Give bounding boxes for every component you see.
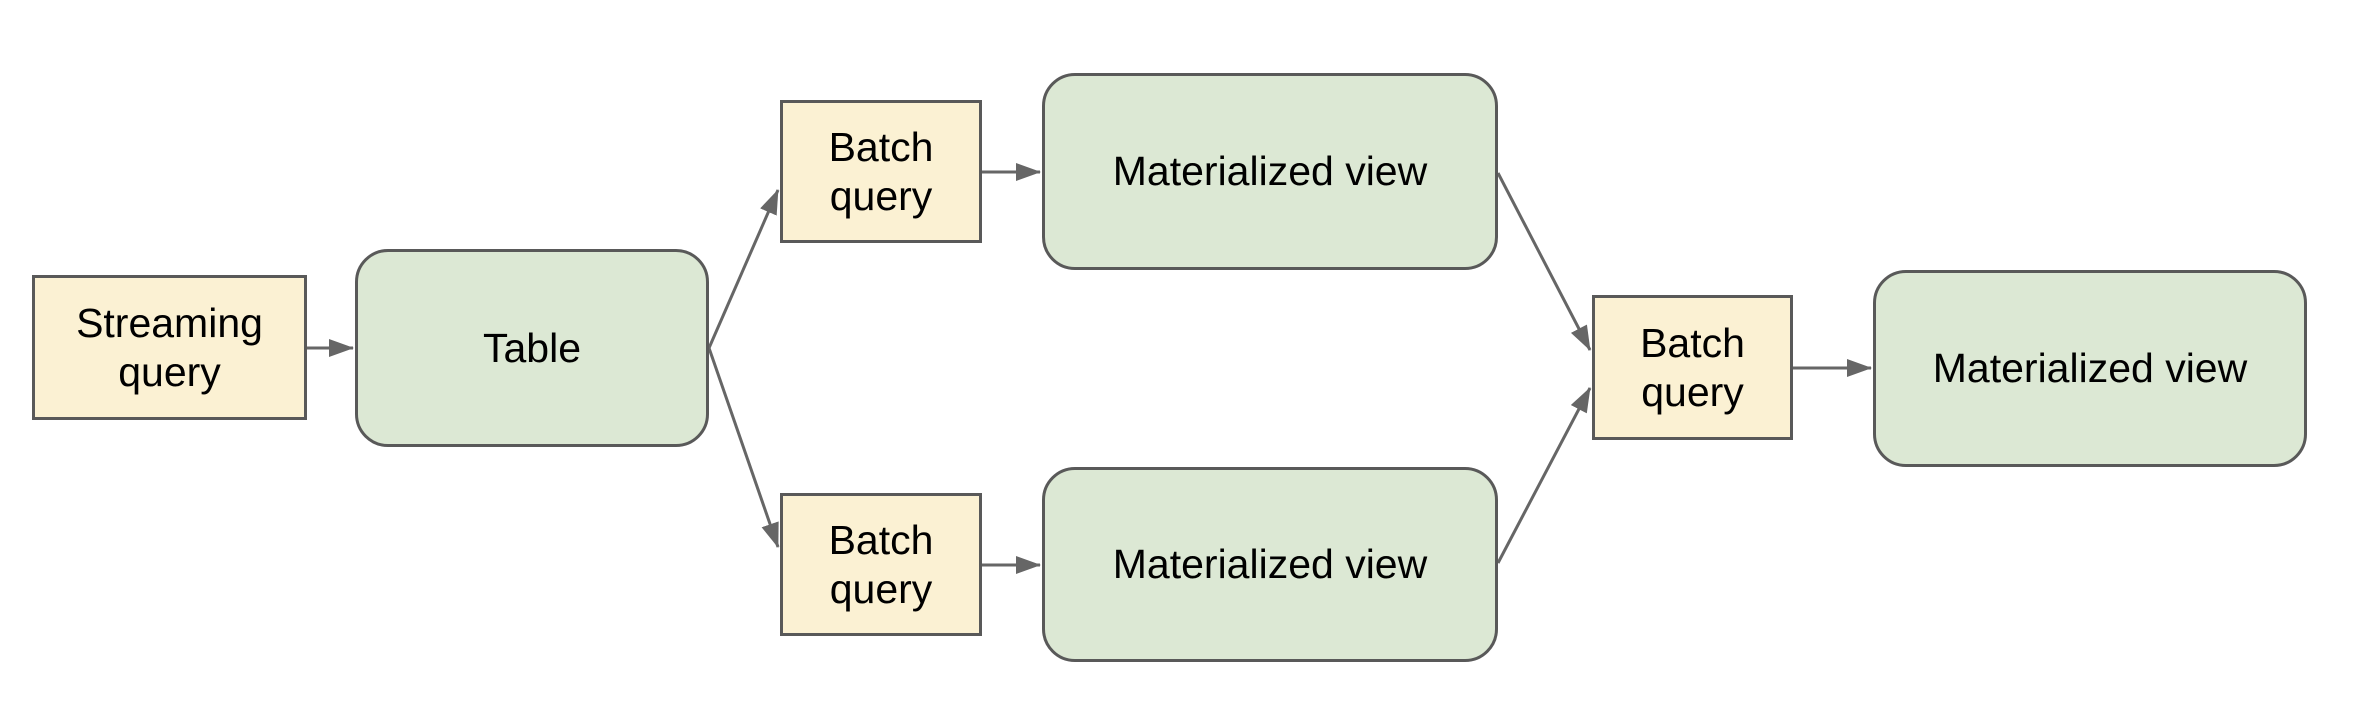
node-table-label: Table [482, 324, 581, 371]
node-batch-query-final-label: Batch query [1640, 320, 1745, 415]
node-streaming-query-label: Streaming query [76, 300, 263, 395]
node-materialized-view-final: Materialized view [1873, 270, 2307, 467]
node-materialized-view-bottom: Materialized view [1042, 467, 1498, 662]
node-batch-query-top: Batch query [780, 100, 982, 243]
node-materialized-view-bottom-label: Materialized view [1112, 541, 1428, 588]
edge-table-to-batch-query-bottom [707, 347, 780, 548]
edge-materialized-view-bottom-to-batch-query-final [1496, 387, 1592, 564]
node-materialized-view-final-label: Materialized view [1932, 345, 2248, 392]
node-batch-query-bottom-label: Batch query [828, 517, 934, 612]
node-batch-query-bottom: Batch query [780, 493, 982, 636]
node-batch-query-top-label: Batch query [828, 124, 934, 219]
node-table: Table [355, 249, 709, 447]
node-batch-query-final: Batch query [1592, 295, 1793, 440]
node-streaming-query: Streaming query [32, 275, 307, 420]
edge-materialized-view-top-to-batch-query-final [1496, 172, 1592, 351]
node-materialized-view-top: Materialized view [1042, 73, 1498, 270]
edge-table-to-batch-query-top [707, 189, 780, 349]
node-materialized-view-top-label: Materialized view [1112, 148, 1428, 195]
